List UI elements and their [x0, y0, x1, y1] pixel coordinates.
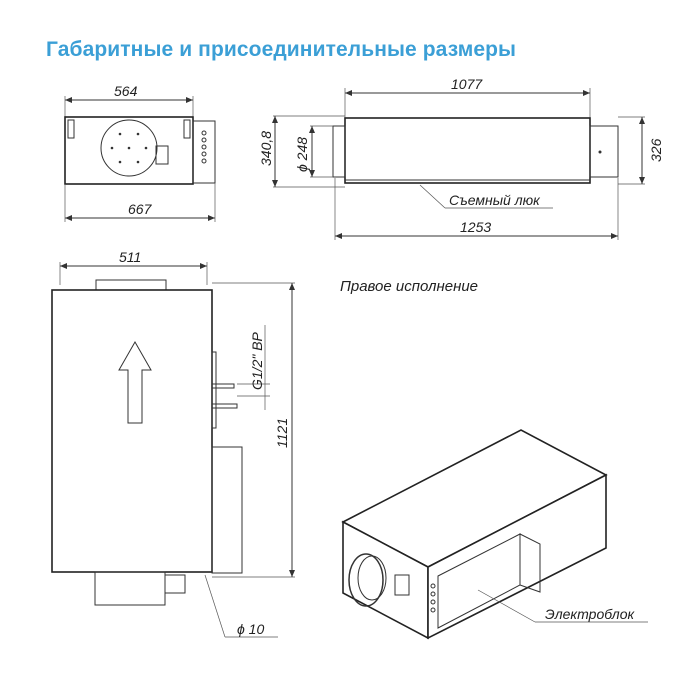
- dim-667: 667: [128, 201, 153, 217]
- dim-1077: 1077: [451, 76, 483, 92]
- dim-511: 511: [119, 249, 141, 265]
- dim-326: 326: [648, 138, 664, 162]
- front-view: 564 667: [64, 83, 216, 222]
- iso-view: Электроблок: [341, 429, 648, 640]
- dim-hole-10: ϕ 10: [237, 621, 264, 637]
- dim-1121: 1121: [274, 418, 290, 448]
- hatch-label: Съемный люк: [449, 192, 541, 208]
- electro-label: Электроблок: [545, 606, 635, 622]
- dim-1253: 1253: [460, 219, 491, 235]
- dim-248: ϕ 248: [294, 137, 310, 172]
- side-view: 1077 340,8 ϕ 248 326 Съемный люк 1253: [258, 76, 664, 240]
- top-view: 511 1121 G1/2" BP ϕ 10: [51, 249, 295, 638]
- dim-340-8: 340,8: [258, 131, 274, 166]
- drain-label: G1/2" BP: [249, 331, 265, 390]
- dim-564: 564: [114, 83, 138, 99]
- page-title: Габаритные и присоединительные размеры: [46, 38, 517, 61]
- variant-label: Правое исполнение: [340, 278, 478, 295]
